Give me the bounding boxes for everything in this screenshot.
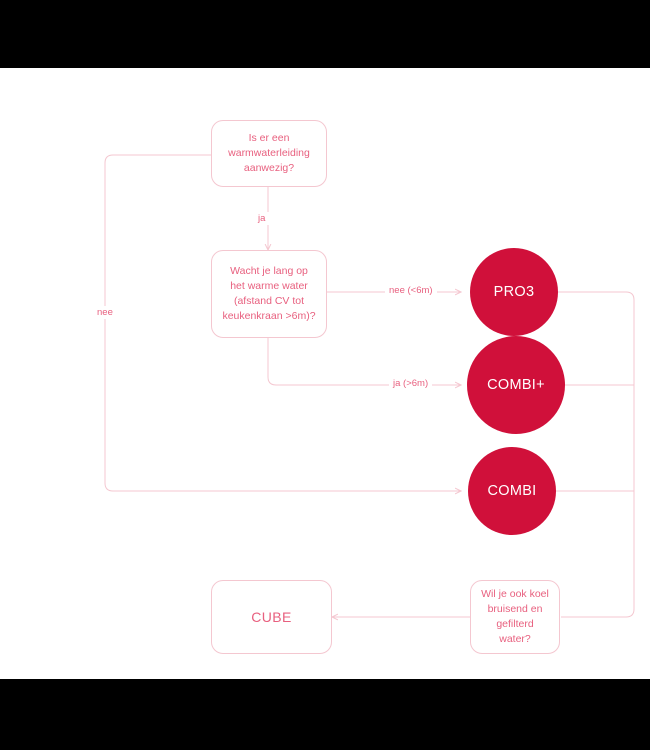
letterbox-top xyxy=(0,0,650,68)
node-result-pro3[interactable]: PRO3 xyxy=(470,248,558,336)
node-label: Is er een warmwaterleiding aanwezig? xyxy=(228,131,310,175)
node-question-bruisend-water[interactable]: Wil je ook koel bruisend en gefilterd wa… xyxy=(470,580,560,654)
edge-label-q2-no: nee (<6m) xyxy=(385,284,437,297)
node-label: PRO3 xyxy=(493,284,535,300)
edge-q1-no xyxy=(104,154,461,491)
node-label: COMBI+ xyxy=(487,377,545,393)
node-question-wachttijd[interactable]: Wacht je lang op het warme water (afstan… xyxy=(211,250,327,338)
flowchart-edges xyxy=(104,154,635,679)
edge-pro3-out xyxy=(552,291,635,618)
node-label: Wacht je lang op het warme water (afstan… xyxy=(222,264,316,323)
node-result-cube[interactable]: CUBE xyxy=(211,580,332,654)
node-label: Wil je ook koel bruisend en gefilterd wa… xyxy=(481,587,549,646)
node-label: COMBI xyxy=(487,483,537,499)
edge-label-q2-yes: ja (>6m) xyxy=(389,377,433,390)
edge-label-q1-no: nee xyxy=(93,306,117,319)
edge-label-q1-yes: ja xyxy=(254,212,270,225)
node-question-warmwaterleiding[interactable]: Is er een warmwaterleiding aanwezig? xyxy=(211,120,327,187)
edge-q2-yes xyxy=(267,338,461,385)
node-result-combi[interactable]: COMBI xyxy=(468,447,556,535)
node-result-combi-plus[interactable]: COMBI+ xyxy=(467,336,565,434)
node-label: CUBE xyxy=(251,608,292,625)
letterbox-bottom xyxy=(0,679,650,750)
flowchart-canvas: Is er een warmwaterleiding aanwezig? Wac… xyxy=(0,68,650,679)
